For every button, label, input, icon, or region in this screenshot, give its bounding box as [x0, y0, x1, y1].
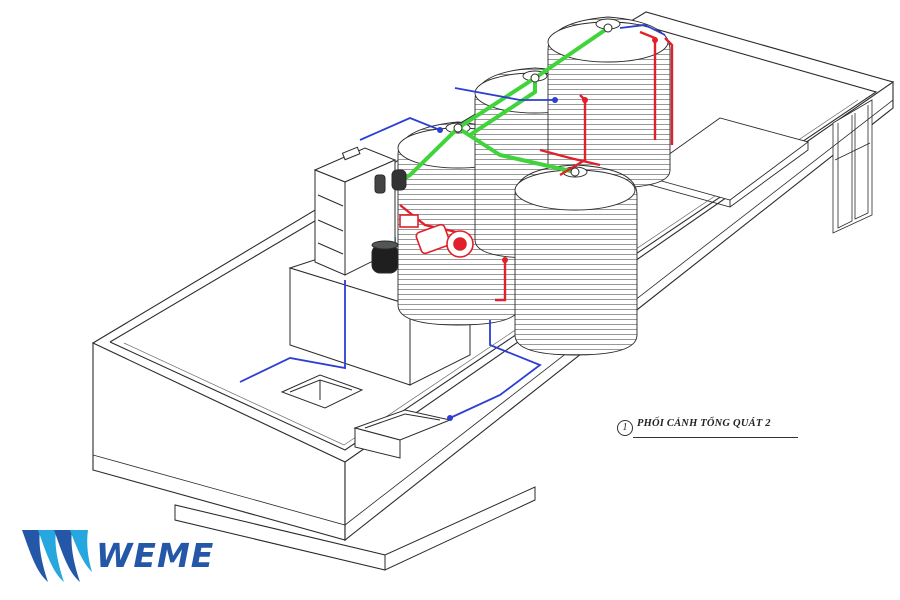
caption-underline — [633, 437, 798, 438]
drawing-caption: 1 PHỐI CẢNH TỔNG QUÁT 2 — [617, 416, 807, 440]
building-base-lines — [92, 99, 894, 540]
blue-pipes — [239, 24, 666, 419]
door-right-wall — [832, 99, 873, 234]
caption-title: PHỐI CẢNH TỔNG QUÁT 2 — [637, 418, 771, 429]
weme-logo: WEME — [18, 522, 218, 588]
water-tank-3 — [547, 16, 671, 189]
foundation-plinth — [174, 486, 536, 571]
water-tank-4 — [514, 164, 638, 356]
caption-number: 1 — [617, 420, 633, 436]
wave-logo-icon — [22, 530, 92, 582]
filter-canisters — [371, 169, 407, 274]
red-pump-assembly — [399, 214, 474, 258]
left-sump-pit — [280, 374, 364, 409]
logo-wordmark: WEME — [96, 536, 215, 575]
pipe-fittings — [437, 23, 658, 421]
